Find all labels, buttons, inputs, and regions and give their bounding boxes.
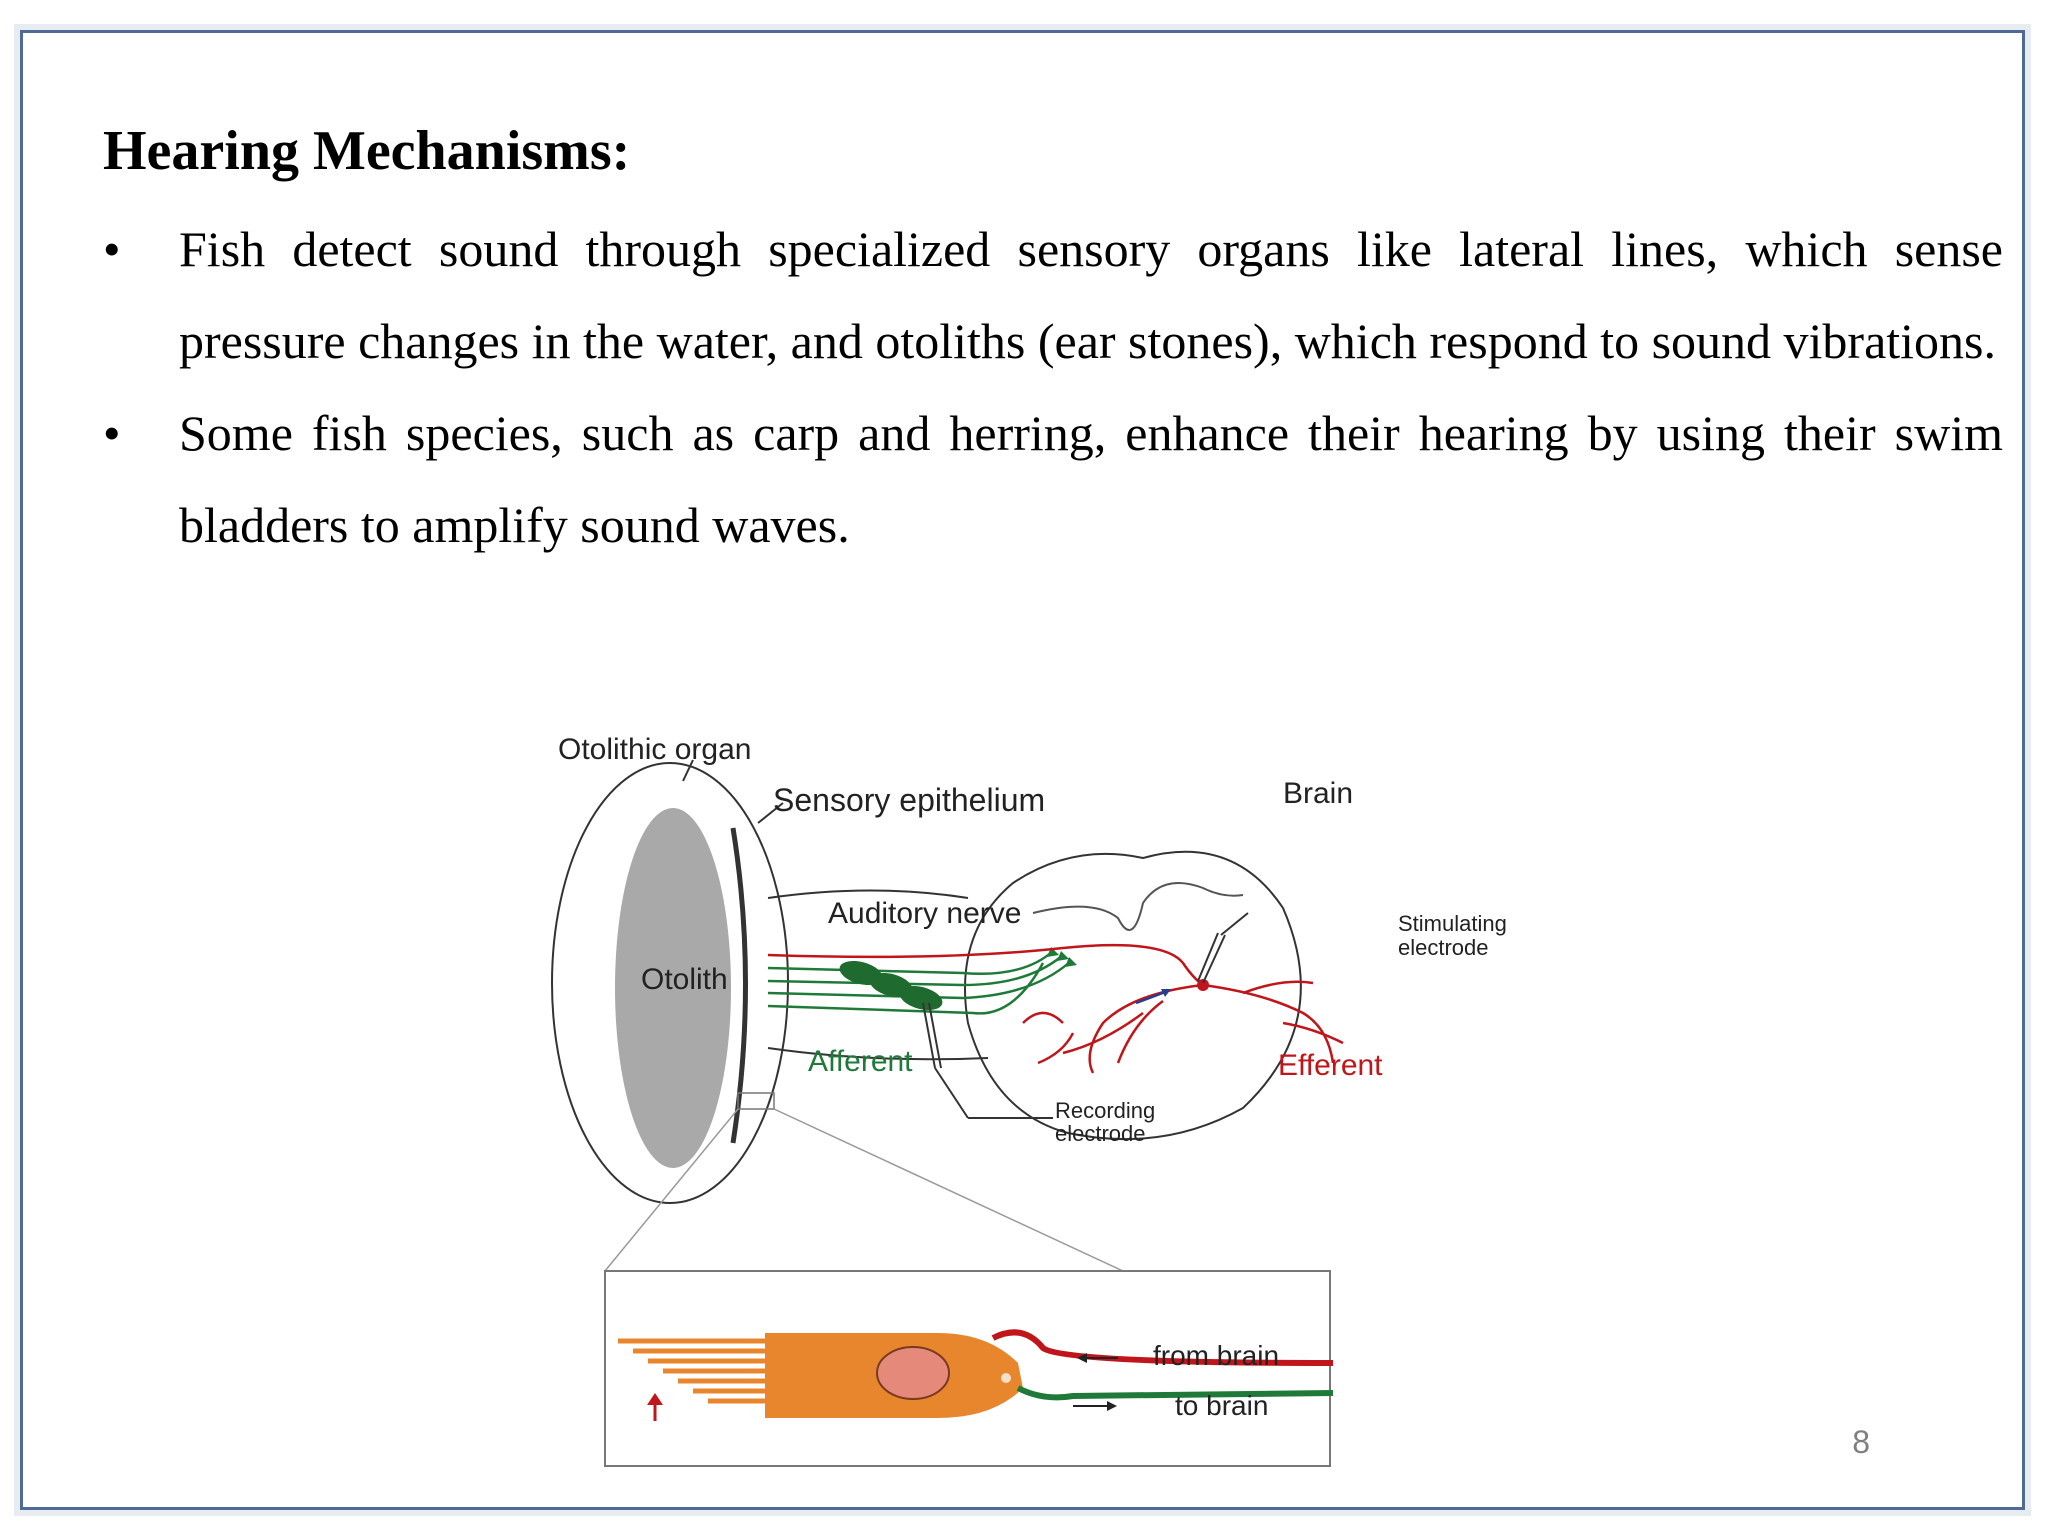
bullet-text: Fish detect sound through specialized se… [179, 221, 2003, 369]
ganglion-cells [839, 960, 943, 1011]
label-auditory-nerve: Auditory nerve [828, 897, 1021, 930]
page-number: 8 [1852, 1424, 1870, 1460]
afferent-fibers [767, 950, 1072, 1015]
label-otolith: Otolith [641, 963, 728, 996]
hearing-diagram: Otolithic organ Sensory epithelium Brain… [543, 723, 1563, 1483]
hair-cell-nucleus [876, 1346, 950, 1400]
slide-title: Hearing Mechanisms: [103, 120, 631, 182]
slide: Hearing Mechanisms: • Fish detect sound … [20, 30, 2025, 1510]
efferent-fibers [767, 943, 1344, 1074]
bullet-marker: • [103, 405, 121, 461]
label-efferent: Efferent [1278, 1049, 1383, 1082]
label-stimulating-electrode: electrode [1398, 935, 1489, 960]
label-from-brain: from brain [1153, 1340, 1279, 1371]
label-stimulating: Stimulating [1398, 911, 1507, 936]
stereocilia [618, 1338, 768, 1404]
label-recording: Recording [1055, 1098, 1155, 1123]
label-recording-electrode: electrode [1055, 1121, 1146, 1146]
sensory-epithelium-strip [730, 827, 748, 1144]
stimulating-electrode [1197, 912, 1249, 984]
bullet-text: Some fish species, such as carp and herr… [179, 405, 2003, 553]
label-to-brain: to brain [1175, 1390, 1268, 1421]
otolithic-organ-outline [551, 762, 789, 1204]
label-afferent: Afferent [808, 1045, 913, 1078]
bullet-marker: • [103, 221, 121, 277]
otolith-shape [615, 808, 731, 1168]
label-brain: Brain [1283, 777, 1353, 810]
bullet-list: • Fish detect sound through specialized … [103, 203, 2003, 571]
brain-outline [964, 850, 1302, 1141]
bullet-item: • Fish detect sound through specialized … [103, 203, 2003, 387]
label-otolithic-organ: Otolithic organ [558, 733, 751, 766]
recording-electrode [922, 1002, 1053, 1119]
bullet-item: • Some fish species, such as carp and he… [103, 387, 2003, 571]
label-sensory-epithelium: Sensory epithelium [773, 782, 1045, 818]
